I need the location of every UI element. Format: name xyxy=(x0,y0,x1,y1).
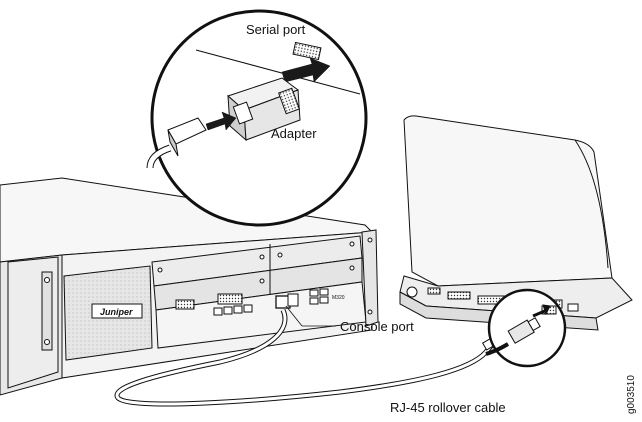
handle-screw-bottom xyxy=(44,339,50,345)
serial-db-port xyxy=(217,293,243,305)
insert-arrow-adapter xyxy=(205,111,237,131)
slot-screw xyxy=(349,265,355,271)
status-led xyxy=(309,289,319,297)
insert-arrow-serial xyxy=(281,57,331,83)
adapter-db-end xyxy=(278,87,300,115)
laptop-port xyxy=(567,303,579,312)
plug-cable-inner xyxy=(147,145,171,169)
ethernet-port xyxy=(233,305,243,314)
right-screw xyxy=(367,309,373,315)
plug-side xyxy=(167,129,179,157)
laptop-detail-circle xyxy=(485,288,567,368)
laptop-port xyxy=(427,287,441,295)
console-port-leader xyxy=(285,305,303,327)
laptop-power-jack xyxy=(406,286,418,298)
laptop xyxy=(399,115,633,331)
serial-port-label: Serial port xyxy=(246,22,306,37)
serial-port-detail xyxy=(292,41,322,61)
ethernet-port xyxy=(243,304,253,313)
status-led xyxy=(319,288,329,296)
detail-connector xyxy=(507,317,541,344)
slot-screw xyxy=(349,241,355,247)
adapter-label: Adapter xyxy=(271,126,317,141)
right-screw xyxy=(367,237,373,243)
lid-curve xyxy=(574,139,609,269)
router-chassis xyxy=(0,177,379,396)
detail-cable xyxy=(485,342,510,356)
rj45-plug xyxy=(146,117,207,169)
console-port-label: Console port xyxy=(340,319,414,334)
rollover-cable-label: RJ-45 rollover cable xyxy=(390,400,506,415)
laptop-lid xyxy=(403,115,613,287)
handle-screw-top xyxy=(44,277,50,283)
brand-logo: Juniper xyxy=(100,307,133,317)
slot-screw xyxy=(277,252,283,258)
left-handle xyxy=(41,271,53,351)
slot-screw xyxy=(259,278,265,284)
slot-screw xyxy=(157,267,163,273)
console-port-adjacent xyxy=(287,293,299,307)
panel-edge xyxy=(195,49,361,95)
figure-id: g003510 xyxy=(626,375,637,414)
ethernet-port xyxy=(223,306,233,315)
status-led xyxy=(309,297,319,305)
logo-plate xyxy=(91,303,143,319)
magnified-callout xyxy=(146,9,368,227)
aux-port xyxy=(175,299,195,310)
status-led xyxy=(319,296,329,304)
detail-adapter-tip xyxy=(527,317,541,332)
laptop-port xyxy=(447,291,471,300)
ethernet-port xyxy=(213,307,223,316)
slot-screw xyxy=(259,254,265,260)
right-bezel xyxy=(361,229,379,327)
rj45-rollover-cable xyxy=(114,308,508,407)
adapter xyxy=(227,77,301,142)
cable-inner xyxy=(115,309,507,406)
model-label: M320 xyxy=(332,295,345,301)
detail-arrow-head xyxy=(542,304,551,316)
adapter-rj45-socket xyxy=(232,101,254,125)
